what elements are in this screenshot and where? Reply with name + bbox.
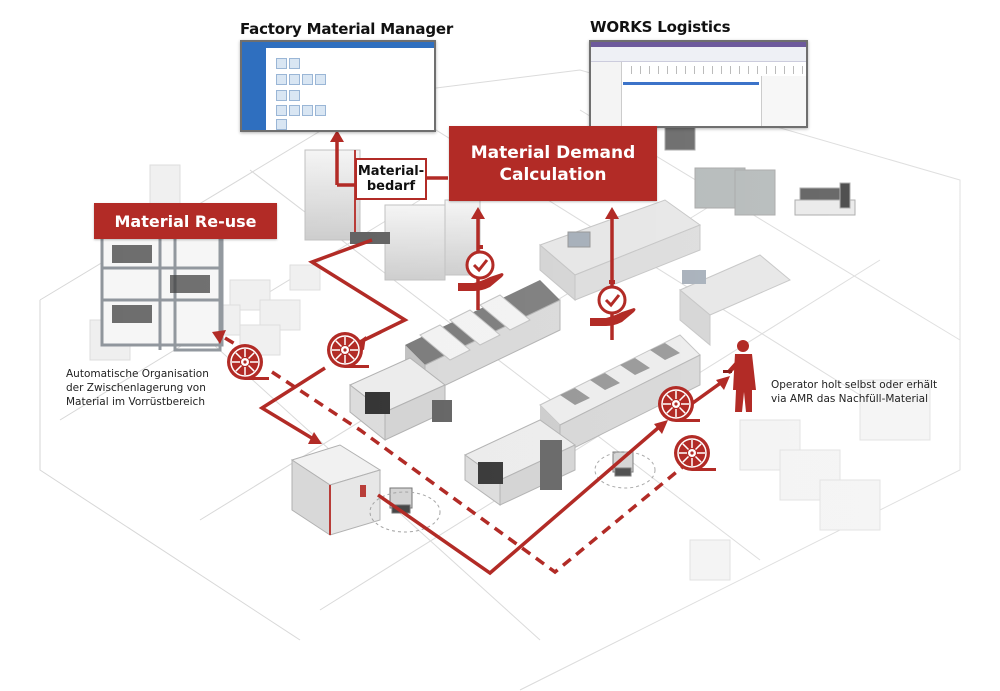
label-line: Material- — [357, 164, 425, 179]
fmm-tile — [276, 119, 287, 130]
fmm-tile — [289, 58, 300, 69]
fmm-tile — [289, 90, 300, 101]
fmm-sidebar — [242, 42, 266, 130]
fmm-tile — [302, 105, 313, 116]
wl-selected-row — [623, 82, 759, 85]
fmm-tile — [315, 74, 326, 85]
material-reel-icon — [673, 434, 717, 472]
wl-tree — [591, 62, 622, 126]
stopwatch-check-hand-icon — [456, 243, 505, 293]
fmm-tile — [315, 105, 326, 116]
material-reel-icon — [657, 385, 701, 423]
material-reel-icon — [226, 343, 270, 381]
note-line: Automatische Organisation — [66, 368, 209, 380]
material-bedarf-label: Material- bedarf — [355, 158, 427, 200]
note-line: via AMR das Nachfüll-Material — [771, 393, 929, 405]
note-line: der Zwischenlagerung von — [66, 382, 206, 394]
label-line: bedarf — [366, 179, 416, 194]
wl-timeline — [623, 66, 805, 74]
material-reuse-label: Material Re-use — [94, 203, 277, 239]
fmm-tile — [302, 74, 313, 85]
wl-ribbon — [591, 47, 806, 62]
fmm-topbar — [266, 42, 434, 48]
label-line: Calculation — [499, 164, 607, 185]
fmm-tile — [276, 58, 287, 69]
works-logistics-title: WORKS Logistics — [590, 18, 731, 36]
fmm-tile — [276, 90, 287, 101]
fmm-title: Factory Material Manager — [240, 20, 454, 38]
stopwatch-check-hand-icon — [588, 278, 637, 328]
operator-silhouette-icon — [723, 340, 756, 412]
fmm-screenshot — [240, 40, 436, 132]
material-demand-calculation-label: Material Demand Calculation — [449, 126, 657, 201]
note-line: Operator holt selbst oder erhält — [771, 379, 938, 391]
note-line: Material im Vorrüstbereich — [66, 396, 205, 408]
fmm-tile — [289, 74, 300, 85]
fmm-tile — [276, 105, 287, 116]
note-left: Automatische Organisation der Zwischenla… — [66, 367, 209, 409]
label-line: Material Demand — [470, 142, 636, 163]
note-right: Operator holt selbst oder erhält via AMR… — [771, 378, 937, 406]
works-logistics-screenshot — [589, 40, 808, 128]
fmm-tile — [276, 74, 287, 85]
fmm-tile — [289, 105, 300, 116]
wl-titlebar — [591, 42, 806, 47]
material-reel-icon — [326, 331, 370, 369]
arrowheads — [212, 130, 730, 444]
wl-details-panel — [761, 76, 806, 126]
